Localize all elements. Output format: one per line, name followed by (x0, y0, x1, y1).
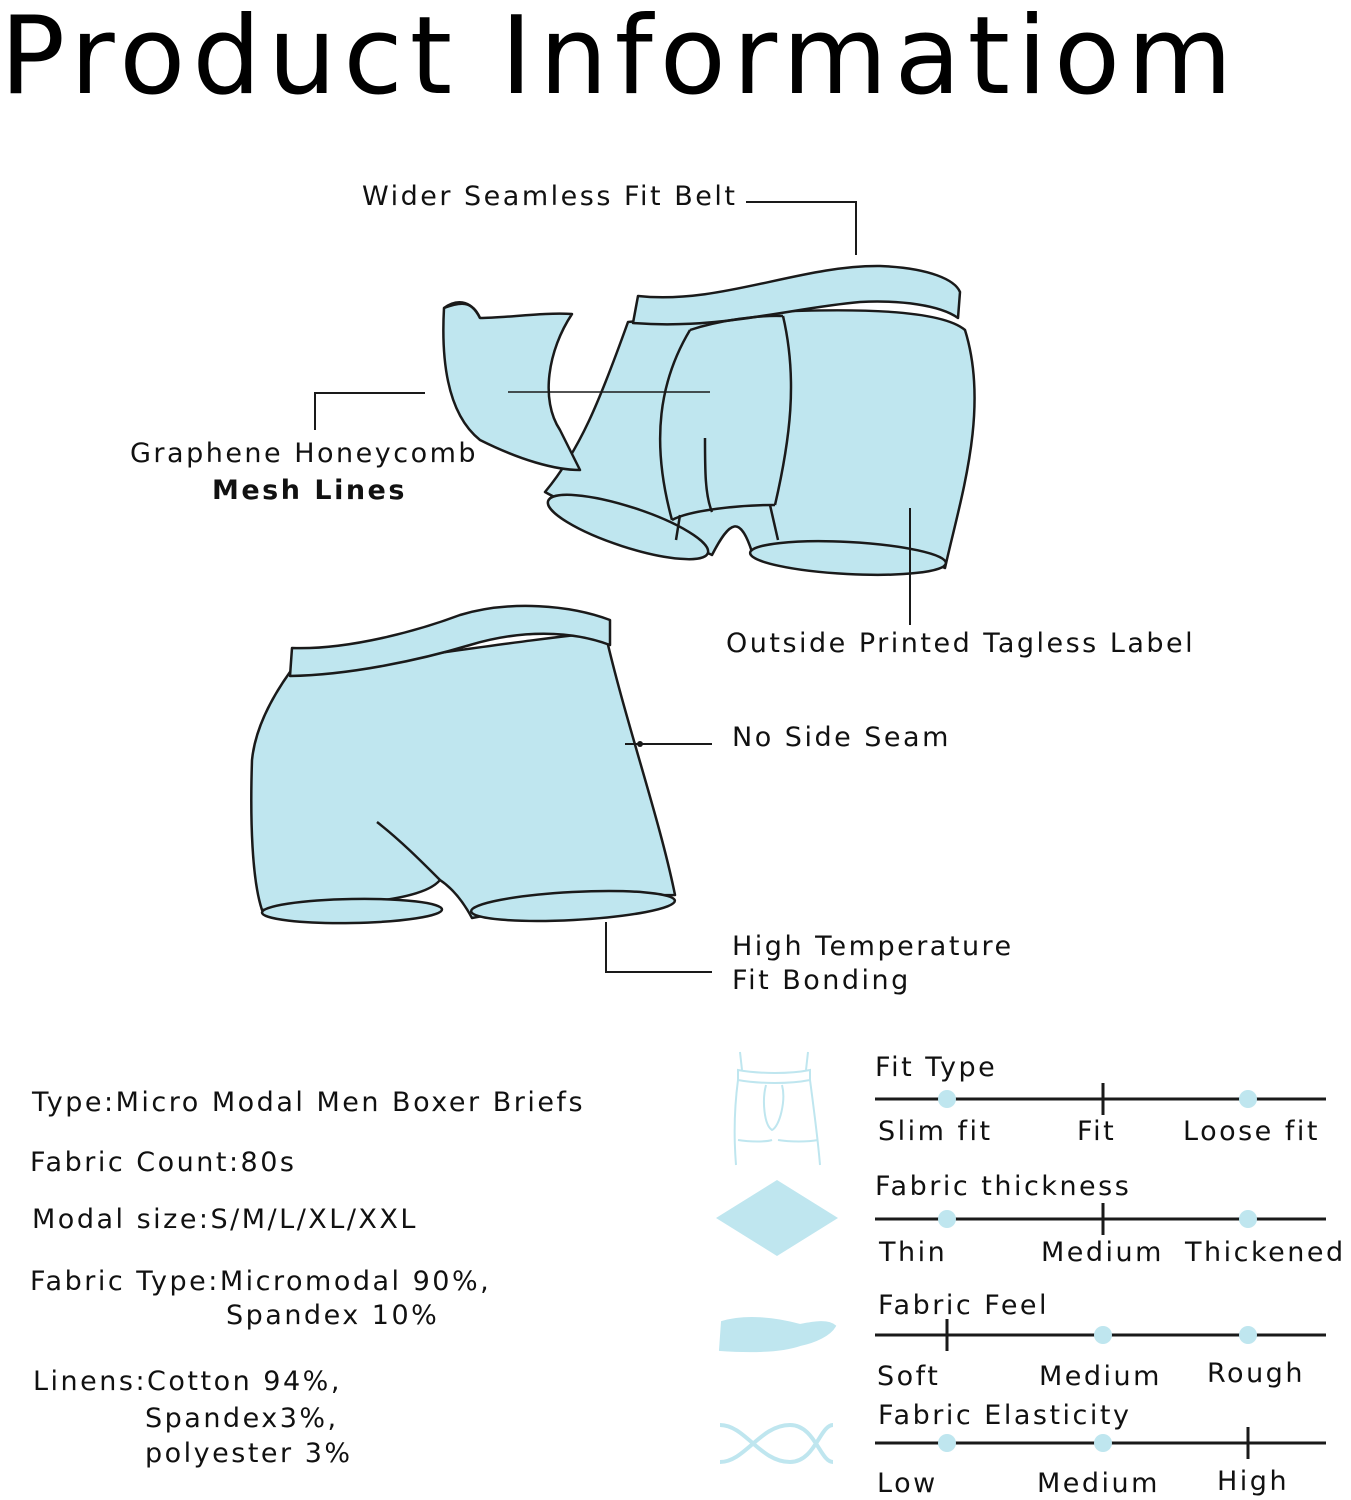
mesh-flap (442, 302, 582, 472)
bonding-leader-line (605, 922, 712, 973)
scale-label: Soft (877, 1361, 941, 1392)
mesh-leader-line (314, 392, 425, 430)
callout-wider-belt: Wider Seamless Fit Belt (362, 181, 738, 212)
belt-leader-line (746, 201, 857, 255)
page-title: Product Informatiom (0, 0, 1240, 119)
scale-label: Slim fit (878, 1116, 993, 1147)
scale-marker-dot (1094, 1434, 1112, 1452)
scale-marker-dot (938, 1434, 956, 1452)
front-boxer-illustration (442, 264, 976, 577)
hand-icon (718, 1317, 837, 1353)
scale-marker-dot (1239, 1326, 1257, 1344)
callout-leaders (314, 201, 911, 973)
scale-title-fabric-feel: Fabric Feel (878, 1290, 1050, 1321)
callout-bonding-line2: Fit Bonding (732, 965, 911, 996)
scale-label: Medium (1041, 1237, 1164, 1268)
scale-label: Rough (1207, 1358, 1305, 1389)
spec-linens-line1: Linens:Cotton 94%, (33, 1366, 342, 1397)
scale-label: Thin (879, 1237, 948, 1268)
spec-sizes: Modal size:S/M/L/XL/XXL (32, 1204, 418, 1235)
fabric-diamond-icon (716, 1180, 838, 1256)
back-boxer-illustration (250, 604, 677, 925)
scale-marker-dot (1239, 1090, 1257, 1108)
back-left-leg-opening (260, 897, 444, 925)
scale-label: Thickened (1185, 1237, 1346, 1268)
scale-label: Medium (1039, 1361, 1162, 1392)
spec-linens-line2: Spandex3%, (145, 1403, 339, 1434)
scale-label: Low (877, 1468, 938, 1499)
spec-type: Type:Micro Modal Men Boxer Briefs (32, 1087, 586, 1118)
right-leg-opening (748, 539, 948, 577)
scale-title-fabric-thickness: Fabric thickness (875, 1171, 1132, 1202)
spec-fabric-count: Fabric Count:80s (30, 1147, 297, 1178)
spec-linens-line3: polyester 3% (145, 1438, 353, 1469)
back-right-leg-opening (469, 889, 677, 923)
stretch-wave-icon (719, 1422, 834, 1465)
callout-no-side-seam: No Side Seam (732, 722, 951, 753)
scale-marker-dot (1239, 1210, 1257, 1228)
scale-label: Fit (1077, 1116, 1117, 1147)
scale-title-fabric-elasticity: Fabric Elasticity (878, 1400, 1132, 1431)
callout-tagless-label: Outside Printed Tagless Label (726, 628, 1196, 659)
scale-marker-dot (1094, 1326, 1112, 1344)
left-leg-opening (546, 493, 710, 561)
spec-fabric-type-line2: Spandex 10% (226, 1300, 440, 1331)
callout-mesh-line2: Mesh Lines (212, 475, 407, 506)
spec-fabric-type-line1: Fabric Type:Micromodal 90%, (30, 1266, 492, 1297)
scale-marker-dot (938, 1090, 956, 1108)
scale-title-fit-type: Fit Type (875, 1052, 998, 1083)
callout-bonding-line1: High Temperature (732, 931, 1014, 962)
scale-label: Medium (1037, 1468, 1160, 1499)
boxer-outline-icon (733, 1051, 821, 1166)
callout-mesh-line1: Graphene Honeycomb (130, 438, 479, 469)
scale-marker-dot (938, 1210, 956, 1228)
scale-label: High (1217, 1466, 1290, 1497)
back-waistband (288, 604, 612, 678)
scale-label: Loose fit (1183, 1116, 1320, 1147)
